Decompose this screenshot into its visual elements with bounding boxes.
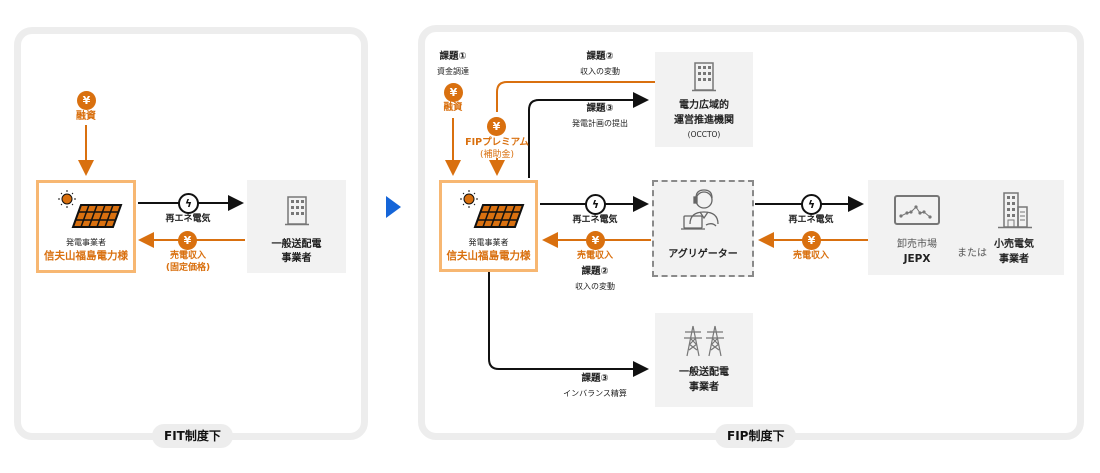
fit-lightning-icon: ϟ <box>178 193 199 214</box>
fip-occto-line2: 運営推進機関 <box>674 115 734 126</box>
building-icon <box>692 62 716 92</box>
fip-aggregator-label: アグリゲーター <box>668 249 738 260</box>
fip-issue2-top-title: 課題② <box>586 51 614 62</box>
fip-issue2-line <box>496 81 655 112</box>
fip-financing-yen-icon: ¥ <box>444 83 463 102</box>
fip-premium-sublabel: (補助金) <box>479 150 515 160</box>
fit-generator-box: 発電事業者 信夫山福島電力様 <box>36 180 136 273</box>
fit-financing-yen-icon: ¥ <box>77 91 96 110</box>
fip-market-line2: JEPX <box>903 253 931 265</box>
fip-market-line1: 卸売市場 <box>897 239 937 250</box>
fit-panel-label: FIT制度下 <box>152 424 233 448</box>
fit-financing-label: 融資 <box>76 111 96 122</box>
chart-monitor-icon <box>894 195 940 225</box>
fip-generator-role: 発電事業者 <box>468 238 509 247</box>
operator-icon <box>681 189 719 230</box>
fip-revenue2-label: 売電収入 <box>792 251 829 261</box>
fip-issue3-top-title: 課題③ <box>586 103 614 114</box>
fip-financing-label: 融資 <box>443 102 463 113</box>
fip-imbalance-arrow <box>488 270 649 377</box>
fip-transmission-box: 一般送配電 事業者 <box>655 313 753 407</box>
solar-panel-icon <box>58 190 123 228</box>
fip-issue2-mid-title: 課題② <box>581 266 609 277</box>
building-icon <box>285 196 309 226</box>
fip-issue2-top-desc: 収入の変動 <box>580 67 620 76</box>
fip-premium-label: FIPプレミアム <box>465 137 529 148</box>
fip-electricity1-label: 再エネ電気 <box>572 215 618 225</box>
fip-issue2-mid-desc: 収入の変動 <box>575 282 615 291</box>
fip-retailer-line2: 事業者 <box>999 254 1029 265</box>
fit-utility-line1: 一般送配電 <box>271 239 322 250</box>
fip-electricity2-label: 再エネ電気 <box>788 215 834 225</box>
fit-generator-name: 信夫山福島電力様 <box>44 250 128 262</box>
solar-panel-icon <box>460 190 525 228</box>
fit-utility-line2: 事業者 <box>281 253 312 264</box>
fip-occto-box: 電力広域的 運営推進機関 (OCCTO) <box>655 52 753 147</box>
fip-lightning-icon-2: ϟ <box>801 194 822 215</box>
right-triangle-icon <box>386 196 401 218</box>
fip-occto-arrow <box>528 92 649 178</box>
fip-issue3-top-desc: 発電計画の提出 <box>572 119 628 128</box>
fit-revenue-label: 売電収入 <box>169 251 206 261</box>
fip-issue1-desc: 資金調達 <box>437 67 469 76</box>
fip-revenue1-yen-icon: ¥ <box>586 231 605 250</box>
fit-electricity-label: 再エネ電気 <box>165 214 211 224</box>
fip-occto-line3: (OCCTO) <box>687 130 721 139</box>
fip-retailer-line1: 小売電気 <box>994 239 1034 250</box>
fip-market-box: 卸売市場 JEPX または 小売電気 事業者 <box>868 180 1064 275</box>
fip-issue1-title: 課題① <box>439 51 467 62</box>
fip-panel-label: FIP制度下 <box>715 424 797 448</box>
fip-or-label: または <box>957 248 987 259</box>
fip-aggregator-box: アグリゲーター <box>652 180 754 277</box>
power-tower-icon <box>684 325 724 357</box>
fip-revenue2-yen-icon: ¥ <box>802 231 821 250</box>
fip-issue3-bottom-title: 課題③ <box>581 373 609 384</box>
fip-transmission-line1: 一般送配電 <box>679 367 729 378</box>
fip-occto-line1: 電力広域的 <box>679 100 729 111</box>
fit-generator-role: 発電事業者 <box>66 238 106 247</box>
fip-lightning-icon-1: ϟ <box>585 194 606 215</box>
fip-revenue1-label: 売電収入 <box>576 251 613 261</box>
fit-revenue-sublabel: (固定価格) <box>165 263 211 273</box>
fip-issue3-bottom-desc: インバランス精算 <box>563 389 627 398</box>
fip-generator-name: 信夫山福島電力様 <box>446 250 531 262</box>
fit-revenue-yen-icon: ¥ <box>178 231 197 250</box>
fip-premium-yen-icon: ¥ <box>487 117 506 136</box>
buildings-icon <box>998 192 1032 229</box>
fip-transmission-line2: 事業者 <box>689 382 719 393</box>
fip-generator-box: 発電事業者 信夫山福島電力様 <box>439 180 538 272</box>
fit-utility-box: 一般送配電 事業者 <box>247 180 346 273</box>
